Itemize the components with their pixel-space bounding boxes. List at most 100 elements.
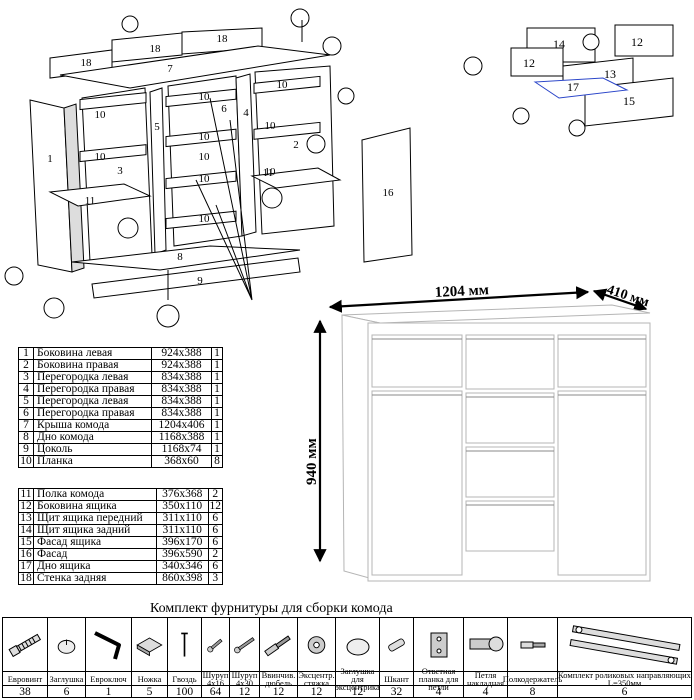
part-dimensions: 924x388 (151, 359, 212, 372)
screw-callout (582, 33, 600, 51)
shelf-right (250, 167, 342, 189)
part-label: 8 (177, 251, 183, 263)
kit-item-label: Шкант (384, 674, 409, 684)
callout-circle (306, 134, 326, 154)
dresser-dimension-view: 1204 мм 410 мм 940 мм (304, 282, 651, 582)
part-name: Дно ящика (33, 560, 157, 573)
kit-item-count: 1 (86, 685, 131, 698)
part-quantity: 1 (211, 431, 223, 444)
part-label: 13 (604, 67, 616, 81)
part-label: 12 (631, 35, 643, 49)
part-dimensions: 1168x74 (151, 443, 212, 456)
callout-circle (43, 297, 65, 319)
part-quantity: 1 (211, 359, 223, 372)
right-door (557, 390, 647, 576)
center-drawer-1 (465, 334, 555, 390)
part-number: 15 (18, 536, 34, 549)
callout-circle (117, 217, 139, 239)
part-quantity: 1 (211, 347, 223, 360)
part-name: Стенка задняя (33, 572, 157, 585)
part-dimensions: 860x398 (155, 572, 209, 585)
part-number: 3 (18, 371, 34, 384)
right-partition (235, 73, 257, 237)
callout-circle (290, 8, 310, 28)
screw-callout (568, 119, 586, 137)
part-name: Крыша комода (32, 419, 153, 432)
slat (79, 92, 147, 111)
cam-cap-icon (336, 620, 379, 670)
bottom-panel (71, 245, 301, 271)
part-number: 1 (18, 347, 34, 360)
part-number: 4 (18, 383, 34, 396)
part-name: Полка комода (33, 488, 157, 501)
part-number: 16 (18, 548, 34, 561)
height-label: 940 мм (304, 438, 320, 485)
center-drawer-2 (465, 392, 555, 444)
slat (253, 121, 321, 140)
part-name: Дно комода (32, 431, 153, 444)
part-number: 13 (18, 512, 34, 525)
part-name: Фасад (33, 548, 157, 561)
part-label: 18 (81, 57, 93, 69)
width-dimension-line (328, 286, 590, 313)
screw-callout (463, 56, 483, 76)
kit-item-count: 38 (3, 685, 47, 698)
screw-4x16-icon (202, 620, 229, 670)
kit-item-label: Ножка (137, 674, 162, 684)
part-dimensions: 834x388 (151, 371, 212, 384)
part-number: 18 (18, 572, 34, 585)
part-quantity: 1 (211, 371, 223, 384)
kit-item-label: Ответная планка для петли (418, 666, 459, 692)
kit-item-label: Шуруп 4x16 (202, 670, 229, 688)
center-drawer-4 (465, 500, 555, 552)
part-quantity: 6 (207, 536, 223, 549)
callout-circle (121, 15, 139, 33)
middle-partition-5 (149, 87, 167, 255)
part-dimensions: 834x388 (151, 395, 212, 408)
kit-item-count: 6 (48, 685, 85, 698)
drawer-bottom (533, 77, 629, 99)
part-quantity: 1 (211, 407, 223, 420)
part-label: 10 (277, 79, 289, 91)
part-label: 14 (553, 37, 565, 51)
part-name: Боковина правая (32, 359, 153, 372)
door-facade (361, 127, 413, 263)
dowel-screw-icon (260, 620, 297, 670)
dresser-top (341, 304, 651, 324)
kit-item-label: Петля накладная (466, 670, 505, 688)
part-name: Боковина левая (32, 347, 153, 360)
part-dimensions: 311x110 (155, 524, 209, 537)
part-number: 6 (18, 407, 34, 420)
kit-item-label: Ввинчив. дюбель (261, 670, 296, 688)
part-number: 11 (18, 488, 34, 501)
part-name: Перегородка левая (32, 371, 153, 384)
callout-circle (322, 36, 342, 56)
part-number: 5 (18, 395, 34, 408)
slat (253, 75, 321, 94)
part-number: 9 (18, 443, 34, 456)
callout-circle (337, 87, 355, 105)
kit-item-count: 12 (260, 685, 297, 698)
kit-item-count: 4 (464, 685, 507, 698)
part-label: 16 (383, 187, 395, 199)
part-name: Щит ящика задний (33, 524, 157, 537)
